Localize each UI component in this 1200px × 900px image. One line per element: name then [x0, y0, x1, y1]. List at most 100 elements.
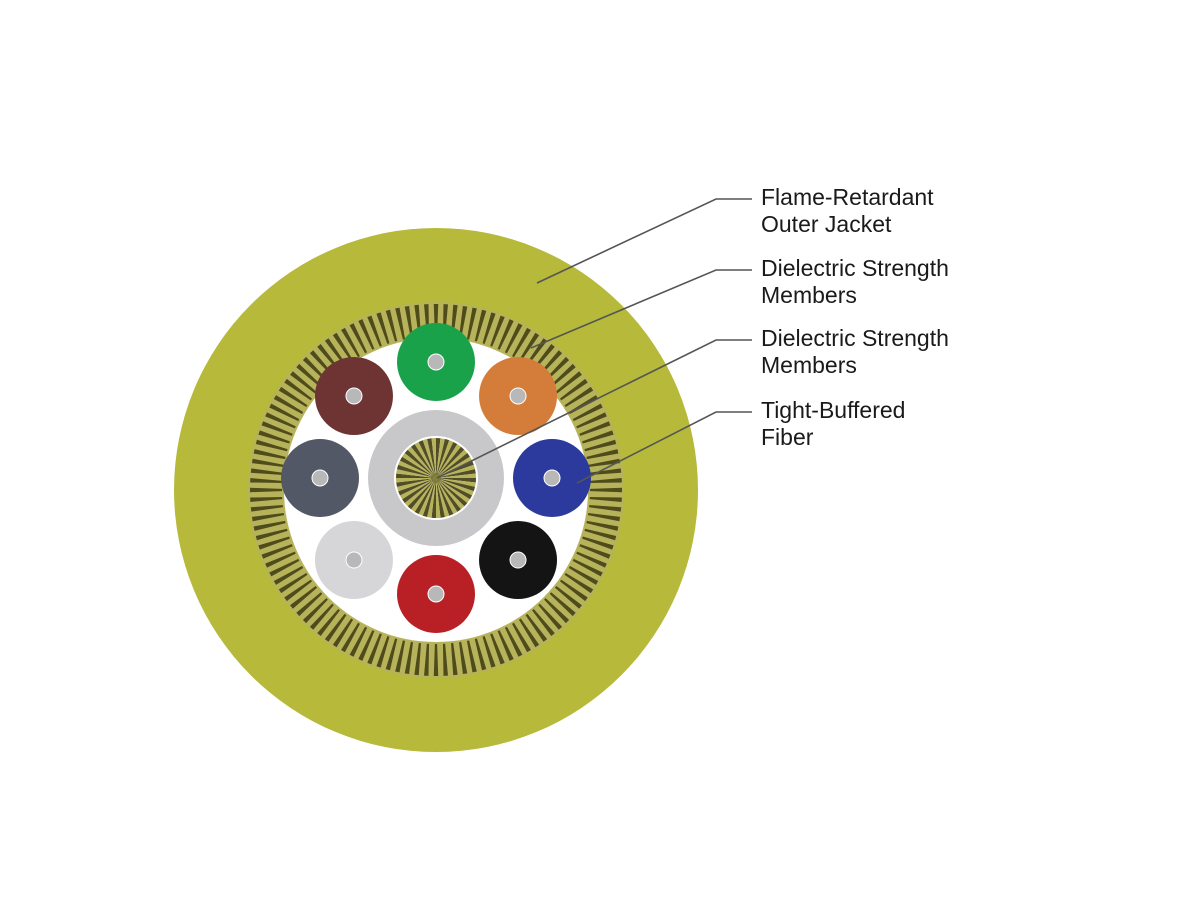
- strength-strand: [250, 468, 283, 476]
- label-tight-buffered-fiber: Tight-Buffered Fiber: [761, 397, 905, 451]
- label-strength-members-core-line2: Members: [761, 352, 857, 378]
- leader-line-outer-jacket: [536, 198, 752, 284]
- strength-strand: [269, 558, 300, 577]
- core-strand-light: [404, 478, 436, 507]
- strength-strand: [576, 551, 607, 568]
- strength-strand: [367, 633, 382, 665]
- label-outer-jacket-line2: Outer Jacket: [761, 211, 892, 237]
- strength-strand: [290, 586, 318, 609]
- core-strand-light: [398, 460, 436, 478]
- core-strand: [436, 453, 470, 478]
- strength-strand: [554, 371, 582, 394]
- strength-strand: [251, 458, 285, 468]
- strength-strand: [544, 598, 570, 624]
- strength-strand: [559, 378, 588, 401]
- label-outer-jacket: Flame-Retardant Outer Jacket: [761, 184, 934, 238]
- core-strand-light: [422, 439, 436, 478]
- strength-strand: [358, 319, 375, 350]
- strength-strand: [587, 458, 621, 468]
- core-strand-light: [436, 478, 458, 515]
- core-strand: [436, 478, 454, 516]
- core-strand: [396, 478, 436, 487]
- core-strand-light: [436, 478, 465, 510]
- strength-strand: [497, 319, 514, 350]
- core-strand: [431, 478, 436, 518]
- strength-strand: [450, 643, 458, 676]
- strength-strand: [579, 544, 611, 559]
- strength-strand: [589, 504, 622, 512]
- core-strand: [422, 478, 436, 517]
- core-strand-light: [436, 449, 468, 478]
- core-strand: [436, 478, 461, 512]
- label-tight-buffered-fiber-line2: Fiber: [761, 424, 814, 450]
- core-strand: [436, 478, 476, 483]
- strength-strand: [549, 363, 576, 388]
- fiber-green: [397, 323, 475, 401]
- strength-strand: [589, 487, 622, 493]
- core-strand-light: [436, 440, 454, 478]
- core-strand: [418, 440, 436, 478]
- strength-strand: [589, 496, 622, 502]
- core-strand: [436, 446, 465, 478]
- core-strand: [436, 478, 445, 518]
- strength-strand: [265, 551, 296, 568]
- strength-strand: [258, 430, 290, 444]
- fiber-slate: [281, 439, 359, 517]
- strength-strand: [261, 421, 293, 436]
- strength-strand: [525, 338, 548, 367]
- strength-strand: [474, 309, 487, 342]
- strength-strand: [395, 640, 406, 673]
- core-strand: [411, 444, 436, 478]
- strength-strand: [490, 633, 505, 665]
- strength-strand: [296, 363, 323, 388]
- strength-strand: [442, 643, 448, 676]
- strength-strand: [367, 315, 382, 347]
- strength-strand: [518, 618, 540, 648]
- strength-strand: [482, 312, 496, 344]
- strength-strand: [466, 640, 477, 673]
- strength-strand: [261, 544, 293, 559]
- strength-strand: [582, 430, 614, 444]
- strength-strand: [504, 323, 523, 354]
- strength-strand: [309, 603, 334, 630]
- core-strand-light: [436, 478, 476, 487]
- leader-line-strength-members-outer: [530, 269, 752, 349]
- strength-strand: [474, 638, 487, 671]
- core-strand: [436, 478, 468, 507]
- core-strand: [427, 438, 436, 478]
- core-strand: [436, 441, 458, 478]
- strength-strand: [568, 566, 599, 585]
- strength-strand: [538, 603, 563, 630]
- core-strand-light: [407, 446, 436, 478]
- fiber-brown: [314, 356, 393, 435]
- core-strand-light: [411, 478, 436, 512]
- strength-strand: [572, 558, 603, 577]
- strength-strand: [253, 449, 286, 460]
- strength-strand: [376, 312, 390, 344]
- strength-strand: [284, 378, 313, 401]
- fiber-white: [314, 521, 393, 600]
- strength-strand: [572, 403, 603, 422]
- label-strength-members-outer-line2: Members: [761, 282, 857, 308]
- core-strand-light: [436, 478, 474, 496]
- core-strand-light: [431, 438, 436, 478]
- tight-buffered-fibers: [281, 323, 591, 633]
- core-strand-light: [436, 464, 475, 478]
- strength-strand: [332, 618, 354, 648]
- strength-strand: [490, 315, 505, 347]
- strength-strand: [376, 636, 390, 668]
- strength-strand: [564, 386, 594, 408]
- strength-strand: [395, 307, 406, 340]
- strength-strand: [302, 598, 328, 624]
- strength-strand: [349, 323, 368, 354]
- core-strand: [402, 478, 436, 503]
- core-strand: [404, 449, 436, 478]
- strength-strand: [278, 386, 308, 408]
- label-tight-buffered-fiber-line1: Tight-Buffered: [761, 397, 906, 423]
- fiber-orange: [479, 356, 558, 435]
- strength-strand: [518, 332, 540, 362]
- core-strand-light: [414, 441, 436, 478]
- strength-strand: [324, 338, 347, 367]
- strength-strand: [458, 305, 468, 339]
- core-strand: [436, 478, 473, 500]
